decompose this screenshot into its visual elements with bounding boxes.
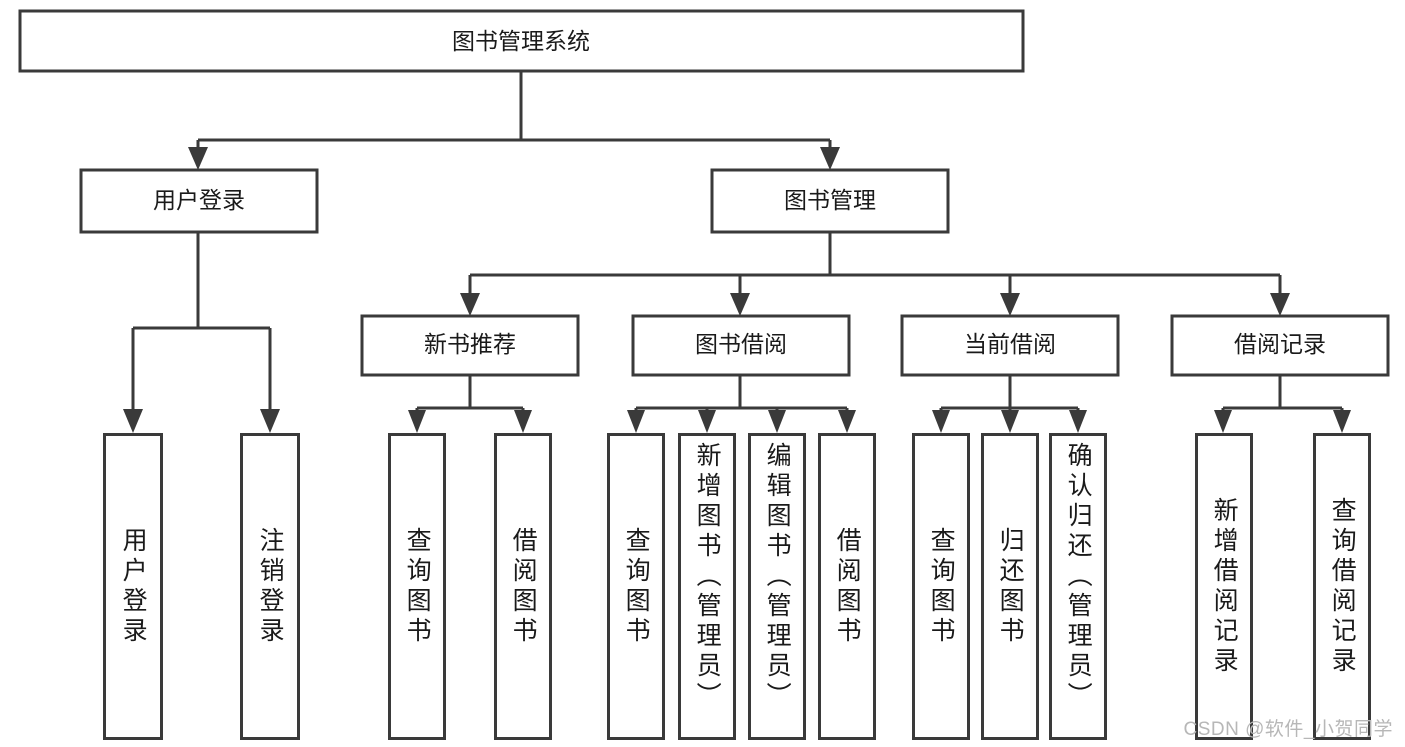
- arrow-head-currentborrow-leaf-3: [1069, 410, 1087, 433]
- leaf-borrow-records-2[interactable]: 查询借阅记录: [1313, 433, 1371, 740]
- node-book-management-label: 图书管理: [784, 187, 876, 213]
- leaf-current-borrow-2-label: 归还图书: [996, 526, 1025, 647]
- leaf-book-borrow-3-label: 编辑图书（管理员）: [763, 442, 792, 712]
- leaf-new-book-recommend-2[interactable]: 借阅图书: [494, 433, 552, 740]
- arrow-head-book-borrow: [730, 293, 750, 316]
- leaf-borrow-records-1[interactable]: 新增借阅记录: [1195, 433, 1253, 740]
- arrow-head-currentborrow-leaf-1: [932, 410, 950, 433]
- arrow-head-bookborrow-leaf-3: [768, 410, 786, 433]
- leaf-new-book-recommend-1-label: 查询图书: [403, 526, 432, 647]
- leaf-new-book-recommend-1[interactable]: 查询图书: [388, 433, 446, 740]
- leaf-book-borrow-2[interactable]: 新增图书（管理员）: [678, 433, 736, 740]
- arrow-head-borrowrecords-leaf-2: [1333, 410, 1351, 433]
- arrow-head-new-book-recommend: [460, 293, 480, 316]
- leaf-current-borrow-3[interactable]: 确认归还（管理员）: [1049, 433, 1107, 740]
- arrow-head-currentborrow-leaf-2: [1001, 410, 1019, 433]
- leaf-book-borrow-1[interactable]: 查询图书: [607, 433, 665, 740]
- leaf-current-borrow-2[interactable]: 归还图书: [981, 433, 1039, 740]
- arrow-head-borrowrecords-leaf-1: [1214, 410, 1232, 433]
- node-borrow-records-label: 借阅记录: [1234, 331, 1326, 357]
- leaf-borrow-records-2-label: 查询借阅记录: [1328, 496, 1357, 677]
- node-current-borrow-label: 当前借阅: [964, 331, 1056, 357]
- arrow-head-current-borrow: [1000, 293, 1020, 316]
- leaf-book-borrow-2-label: 新增图书（管理员）: [693, 442, 722, 712]
- node-current-borrow-rect[interactable]: [900, 314, 1120, 377]
- leaf-current-borrow-3-label: 确认归还（管理员）: [1064, 442, 1093, 712]
- leaf-user-login-1-label: 用户登录: [119, 526, 148, 647]
- leaf-book-borrow-4-label: 借阅图书: [833, 526, 862, 647]
- arrow-head-newbook-leaf-2: [514, 410, 532, 433]
- arrow-head-bookborrow-leaf-4: [838, 410, 856, 433]
- leaf-book-borrow-1-label: 查询图书: [622, 526, 651, 647]
- arrow-head-logout-leaf: [260, 409, 280, 433]
- arrow-head-newbook-leaf-1: [408, 410, 426, 433]
- leaf-new-book-recommend-2-label: 借阅图书: [509, 526, 538, 647]
- leaf-book-borrow-4[interactable]: 借阅图书: [818, 433, 876, 740]
- node-new-book-recommend-label: 新书推荐: [424, 331, 516, 357]
- node-user-login[interactable]: 用户登录: [79, 168, 319, 234]
- leaf-user-login-1[interactable]: 用户登录: [103, 433, 163, 740]
- leaf-borrow-records-1-label: 新增借阅记录: [1210, 496, 1239, 677]
- node-borrow-records[interactable]: 借阅记录: [1170, 314, 1390, 377]
- arrow-head-bookmgmt: [820, 147, 840, 170]
- node-book-borrow-rect[interactable]: [631, 314, 851, 377]
- connector-group-new-book-recommend: [408, 375, 532, 433]
- arrow-head-bookborrow-leaf-2: [698, 410, 716, 433]
- connector-group-current-borrow: [932, 375, 1087, 433]
- leaf-user-login-2-label: 注销登录: [256, 526, 285, 647]
- leaf-current-borrow-1[interactable]: 查询图书: [912, 433, 970, 740]
- node-root-rect[interactable]: [18, 9, 1025, 73]
- node-user-login-rect[interactable]: [79, 168, 319, 234]
- node-new-book-recommend-rect[interactable]: [360, 314, 580, 377]
- node-current-borrow[interactable]: 当前借阅: [900, 314, 1120, 377]
- node-book-management[interactable]: 图书管理: [710, 168, 950, 234]
- connector-group-root: [188, 71, 840, 170]
- node-book-borrow-label: 图书借阅: [695, 331, 787, 357]
- node-root-label: 图书管理系统: [452, 28, 590, 54]
- arrow-head-userlogin: [188, 147, 208, 170]
- node-book-borrow[interactable]: 图书借阅: [631, 314, 851, 377]
- arrow-head-bookborrow-leaf-1: [627, 410, 645, 433]
- leaf-user-login-2[interactable]: 注销登录: [240, 433, 300, 740]
- arrow-head-borrow-records: [1270, 293, 1290, 316]
- node-borrow-records-rect[interactable]: [1170, 314, 1390, 377]
- connector-group-bookmgmt: [460, 232, 1290, 316]
- node-new-book-recommend[interactable]: 新书推荐: [360, 314, 580, 377]
- arrow-head-user-login-leaf: [123, 409, 143, 433]
- node-book-management-rect[interactable]: [710, 168, 950, 234]
- connector-group-userlogin: [123, 232, 280, 433]
- node-user-login-label: 用户登录: [153, 187, 245, 213]
- connector-group-borrow-records: [1214, 375, 1351, 433]
- leaf-current-borrow-1-label: 查询图书: [927, 526, 956, 647]
- leaf-book-borrow-3[interactable]: 编辑图书（管理员）: [748, 433, 806, 740]
- node-root[interactable]: 图书管理系统: [18, 9, 1025, 73]
- connector-group-book-borrow: [627, 375, 856, 433]
